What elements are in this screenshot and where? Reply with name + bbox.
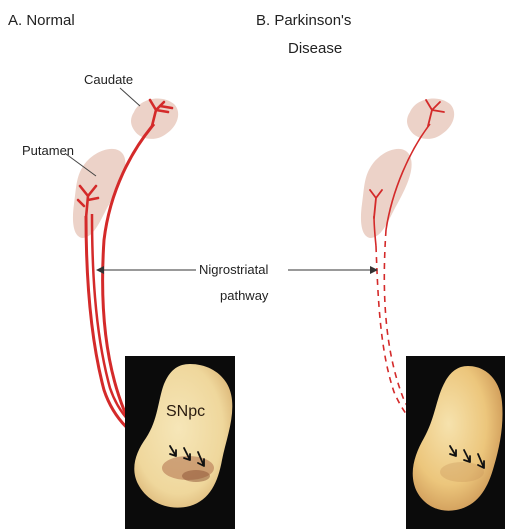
caudate-pointer	[120, 88, 140, 106]
snpc-pigment-core-normal	[182, 470, 210, 482]
panel-parkinsons	[361, 98, 505, 529]
pathway-label-line1: Nigrostriatal	[198, 262, 269, 278]
panel-a-title: A. Normal	[8, 12, 75, 30]
pathway-label-line2: pathway	[220, 288, 268, 304]
putamen-region-normal	[73, 149, 125, 238]
panel-b-title-line1: B. Parkinson's	[256, 12, 351, 30]
panel-b-title-line2: Disease	[288, 40, 342, 58]
panel-normal	[66, 88, 235, 529]
caudate-label: Caudate	[84, 72, 133, 88]
putamen-label: Putamen	[22, 143, 74, 159]
pathway-arrowhead-left	[96, 266, 104, 274]
snpc-label: SNpc	[166, 403, 205, 421]
